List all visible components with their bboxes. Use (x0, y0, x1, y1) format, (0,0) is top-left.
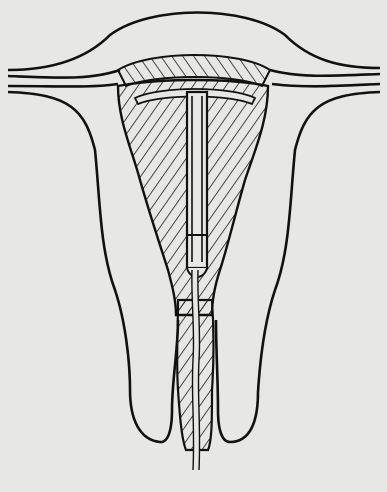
applicator-tube (187, 92, 207, 268)
left-tube-line-2 (8, 84, 118, 87)
left-tube-line-1 (8, 70, 120, 78)
string-thread (195, 270, 197, 470)
right-tube-line-2 (272, 84, 380, 86)
right-tube-line-1 (270, 70, 380, 76)
